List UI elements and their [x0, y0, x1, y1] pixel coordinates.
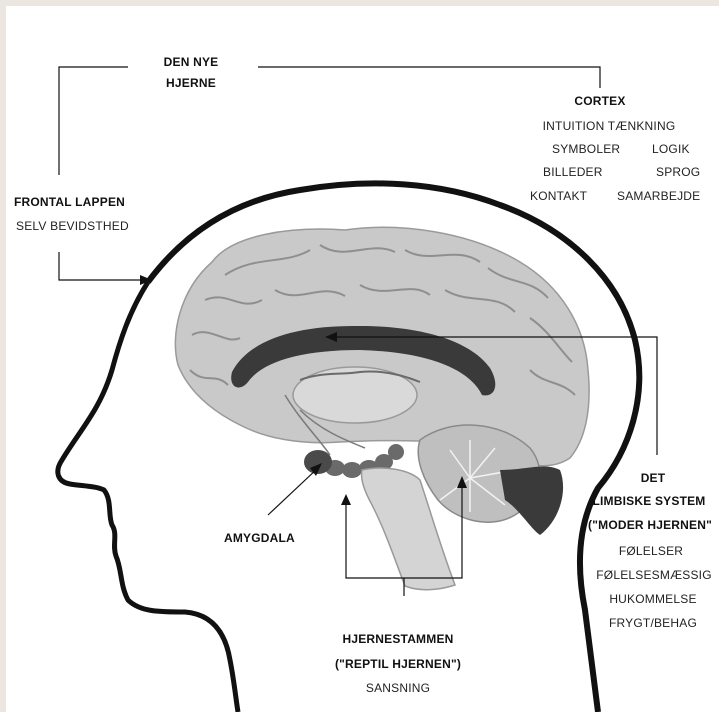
- connector-new-brain-right: [258, 67, 600, 88]
- cortex-samarbejde: SAMARBEJDE: [617, 190, 700, 202]
- limbic-item: FØLELSESMÆSSIG: [596, 569, 712, 581]
- brainstem-sub: ("REPTIL HJERNEN"): [335, 658, 461, 670]
- new-brain-line1: DEN NYE: [164, 56, 219, 68]
- connector-frontal: [59, 252, 142, 280]
- new-brain-line2: HJERNE: [166, 77, 216, 89]
- cortex-billeder: BILLEDER: [543, 166, 603, 178]
- limbic-line1: DET: [641, 472, 666, 484]
- limbic-item: FØLELSER: [619, 545, 683, 557]
- cortex-logik: LOGIK: [652, 143, 690, 155]
- cortex-row1: INTUITION TÆNKNING: [543, 120, 676, 132]
- limbic-line3: ("MODER HJERNEN": [588, 519, 712, 531]
- connector-new-brain-left: [59, 67, 128, 175]
- cortex-sprog: SPROG: [656, 166, 700, 178]
- occipital-band: [500, 466, 563, 535]
- arrowhead-brainstem-left: [341, 494, 351, 505]
- frontal-sub: SELV BEVIDSTHED: [16, 220, 129, 232]
- cortex-symboler: SYMBOLER: [552, 143, 620, 155]
- brainstem-title: HJERNESTAMMEN: [342, 633, 453, 645]
- connector-amygdala: [268, 468, 318, 515]
- limbic-line2: LIMBISKE SYSTEM: [592, 495, 705, 507]
- amygdala-label: AMYGDALA: [224, 532, 295, 544]
- limbic-item: HUKOMMELSE: [609, 593, 696, 605]
- frontal-title: FRONTAL LAPPEN: [14, 196, 125, 208]
- cortex-title: CORTEX: [574, 95, 625, 107]
- cortex-kontakt: KONTAKT: [530, 190, 587, 202]
- limbic-item: FRYGT/BEHAG: [609, 617, 697, 629]
- brainstem-item: SANSNING: [366, 682, 430, 694]
